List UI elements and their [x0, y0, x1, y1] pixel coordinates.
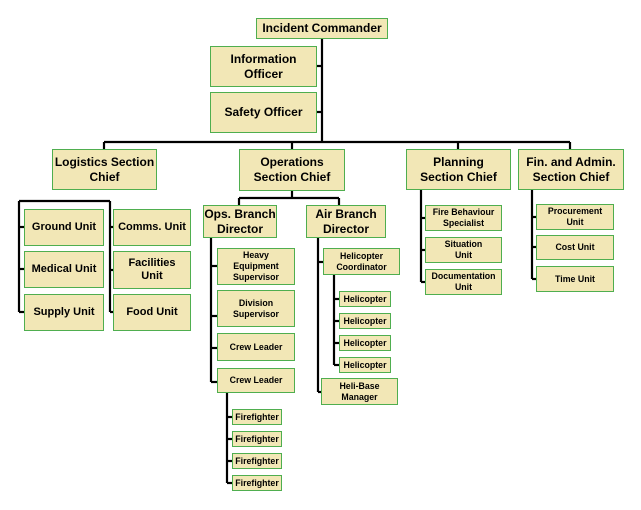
firefighter-node: Firefighter	[232, 453, 282, 469]
ops-branch-director-node: Ops. Branch Director	[203, 205, 277, 238]
cost-unit-node: Cost Unit	[536, 235, 614, 260]
helicopter-node: Helicopter	[339, 291, 391, 307]
logistics-section-chief-node: Logistics Section Chief	[52, 149, 157, 190]
helicopter-coordinator-node: Helicopter Coordinator	[323, 248, 400, 275]
air-branch-director-node: Air Branch Director	[306, 205, 386, 238]
fire-behaviour-specialist-node: Fire Behaviour Specialist	[425, 205, 502, 231]
facilities-unit-node: Facilities Unit	[113, 251, 191, 289]
helicopter-node: Helicopter	[339, 335, 391, 351]
information-officer-node: Information Officer	[210, 46, 317, 87]
firefighter-node: Firefighter	[232, 475, 282, 491]
procurement-unit-node: Procurement Unit	[536, 204, 614, 230]
time-unit-node: Time Unit	[536, 266, 614, 292]
firefighter-node: Firefighter	[232, 409, 282, 425]
heli-base-manager-node: Heli-Base Manager	[321, 378, 398, 405]
operations-section-chief-node: Operations Section Chief	[239, 149, 345, 191]
planning-section-chief-node: Planning Section Chief	[406, 149, 511, 190]
food-unit-node: Food Unit	[113, 294, 191, 331]
division-supervisor-node: Division Supervisor	[217, 290, 295, 327]
ground-unit-node: Ground Unit	[24, 209, 104, 246]
incident-commander-node: Incident Commander	[256, 18, 388, 39]
helicopter-node: Helicopter	[339, 313, 391, 329]
heavy-equipment-supervisor-node: Heavy Equipment Supervisor	[217, 248, 295, 285]
finance-admin-section-chief-node: Fin. and Admin. Section Chief	[518, 149, 624, 190]
comms-unit-node: Comms. Unit	[113, 209, 191, 246]
medical-unit-node: Medical Unit	[24, 251, 104, 288]
crew-leader-node: Crew Leader	[217, 333, 295, 361]
safety-officer-node: Safety Officer	[210, 92, 317, 133]
supply-unit-node: Supply Unit	[24, 294, 104, 331]
documentation-unit-node: Documentation Unit	[425, 269, 502, 295]
situation-unit-node: Situation Unit	[425, 237, 502, 263]
crew-leader-node: Crew Leader	[217, 368, 295, 393]
helicopter-node: Helicopter	[339, 357, 391, 373]
firefighter-node: Firefighter	[232, 431, 282, 447]
